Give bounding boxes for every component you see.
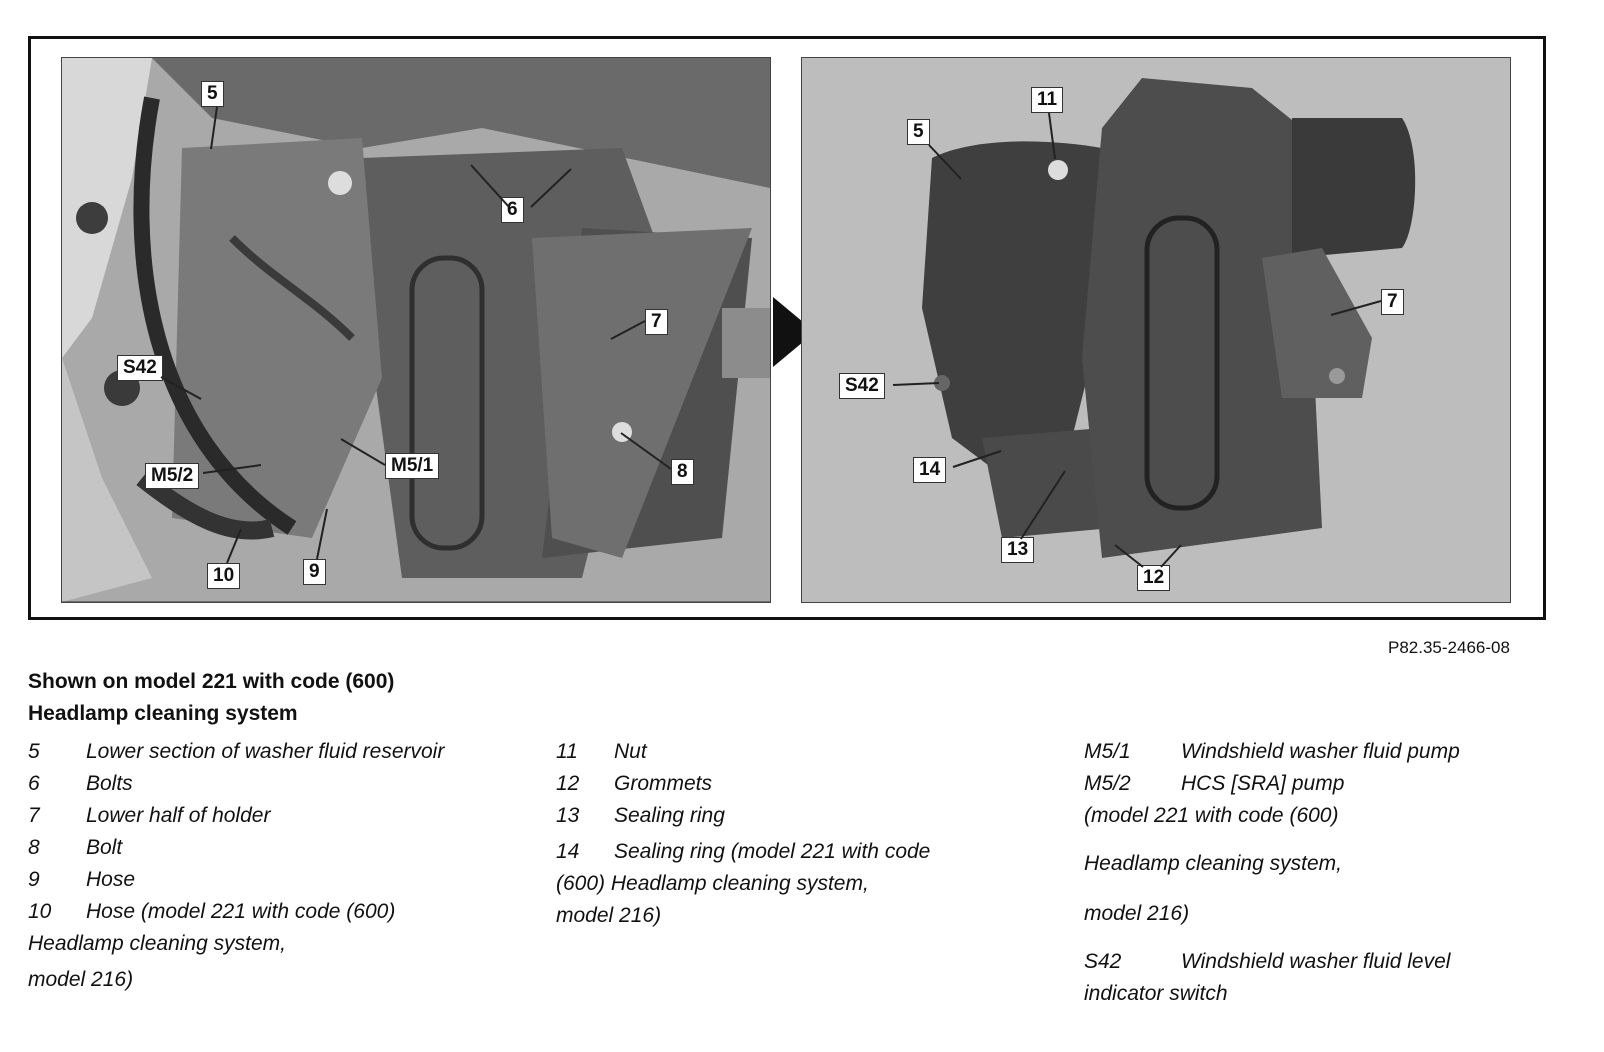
legend-item: 7 Lower half of holder (28, 800, 444, 832)
legend-continuation: model 216) (1084, 902, 1190, 925)
legend-text: Grommets (614, 772, 713, 795)
legend-text: Lower half of holder (86, 804, 271, 827)
legend-item: 10 Hose (model 221 with code (600) (28, 896, 444, 928)
arrow-right-icon (773, 297, 815, 367)
callout-m5-1: M5/1 (385, 453, 440, 479)
legend-text: Bolts (86, 772, 133, 795)
callout-14: 14 (913, 457, 947, 483)
legend-text: Sealing ring (614, 804, 725, 827)
legend-number: 13 (556, 804, 580, 827)
callout-5-left: 5 (201, 81, 224, 107)
legend-number: M5/1 (1084, 740, 1131, 763)
legend-continuation: model 216) (28, 968, 134, 991)
legend-number: 5 (28, 740, 40, 763)
legend-number: 14 (556, 840, 580, 863)
figure-frame: 5 6 7 8 9 10 S42 M5/1 M5/2 5 7 11 12 13 … (28, 36, 1546, 620)
legend-continuation: Headlamp cleaning system, (28, 932, 286, 955)
legend-item: 14 Sealing ring (model 221 with code (556, 836, 930, 868)
callout-5-right: 5 (907, 119, 930, 145)
legend-continuation: Headlamp cleaning system, (1084, 852, 1342, 875)
callout-7-right: 7 (1381, 289, 1404, 315)
legend-column-3: M5/1 Windshield washer fluid pump M5/2 HCS… (1084, 736, 1460, 1010)
legend-item: M5/2 HCS [SRA] pump (1084, 768, 1460, 800)
legend-item: 5 Lower section of washer fluid reservoir (28, 736, 444, 768)
legend-column-2: 11 Nut 12 Grommets 13 Sealing ring 14 Sealin… (556, 736, 930, 932)
legend-number: M5/2 (1084, 772, 1131, 795)
legend-continuation: (600) Headlamp cleaning system, (556, 872, 869, 895)
legend-item: 12 Grommets (556, 768, 930, 800)
caption-line-2: Headlamp cleaning system (28, 702, 298, 725)
legend-text: Windshield washer fluid pump (1181, 740, 1460, 763)
right-photo-illustration (802, 58, 1510, 602)
callout-s42-right: S42 (839, 373, 885, 399)
legend-number: 9 (28, 868, 40, 891)
left-photo (61, 57, 771, 603)
legend-continuation: indicator switch (1084, 982, 1228, 1005)
figure-reference-code: P82.35-2466-08 (1388, 638, 1510, 657)
legend-number: 7 (28, 804, 40, 827)
legend-text: Lower section of washer fluid reservoir (86, 740, 445, 763)
legend-number: 8 (28, 836, 40, 859)
callout-13: 13 (1001, 537, 1035, 563)
callout-s42-left: S42 (117, 355, 163, 381)
callout-12: 12 (1137, 565, 1171, 591)
legend-text: Nut (614, 740, 647, 763)
callout-10: 10 (207, 563, 241, 589)
callout-8: 8 (671, 459, 694, 485)
callout-leader-lines (160, 106, 1382, 568)
legend-item: 13 Sealing ring (556, 800, 930, 832)
legend-item: M5/1 Windshield washer fluid pump (1084, 736, 1460, 768)
legend-number: 12 (556, 772, 580, 795)
callout-m5-2: M5/2 (145, 463, 200, 489)
callout-7-left: 7 (645, 309, 668, 335)
callout-11: 11 (1031, 87, 1064, 113)
legend-item: S42 Windshield washer fluid level (1084, 946, 1460, 978)
legend-continuation: model 216) (556, 904, 662, 927)
legend-number: 10 (28, 900, 52, 923)
callout-9: 9 (303, 559, 326, 585)
left-photo-illustration (62, 58, 770, 602)
legend-text: Bolt (86, 836, 123, 859)
legend-item: 6 Bolts (28, 768, 444, 800)
caption-line-1: Shown on model 221 with code (600) (28, 670, 395, 693)
legend-text: Hose (86, 868, 136, 891)
legend-text: Hose (model 221 with code (600) (86, 900, 396, 923)
legend-text: Sealing ring (model 221 with code (614, 840, 931, 863)
legend-text: Windshield washer fluid level (1181, 950, 1451, 973)
legend-column-1: 5 Lower section of washer fluid reservoir… (28, 736, 444, 996)
legend-item: 8 Bolt (28, 832, 444, 864)
legend-number: 11 (556, 740, 578, 763)
legend-number: 6 (28, 772, 40, 795)
legend-number: S42 (1084, 950, 1122, 973)
legend-item: 11 Nut (556, 736, 930, 768)
legend-continuation: (model 221 with code (600) (1084, 804, 1339, 827)
right-photo (801, 57, 1511, 603)
legend-text: HCS [SRA] pump (1181, 772, 1345, 795)
legend-item: 9 Hose (28, 864, 444, 896)
